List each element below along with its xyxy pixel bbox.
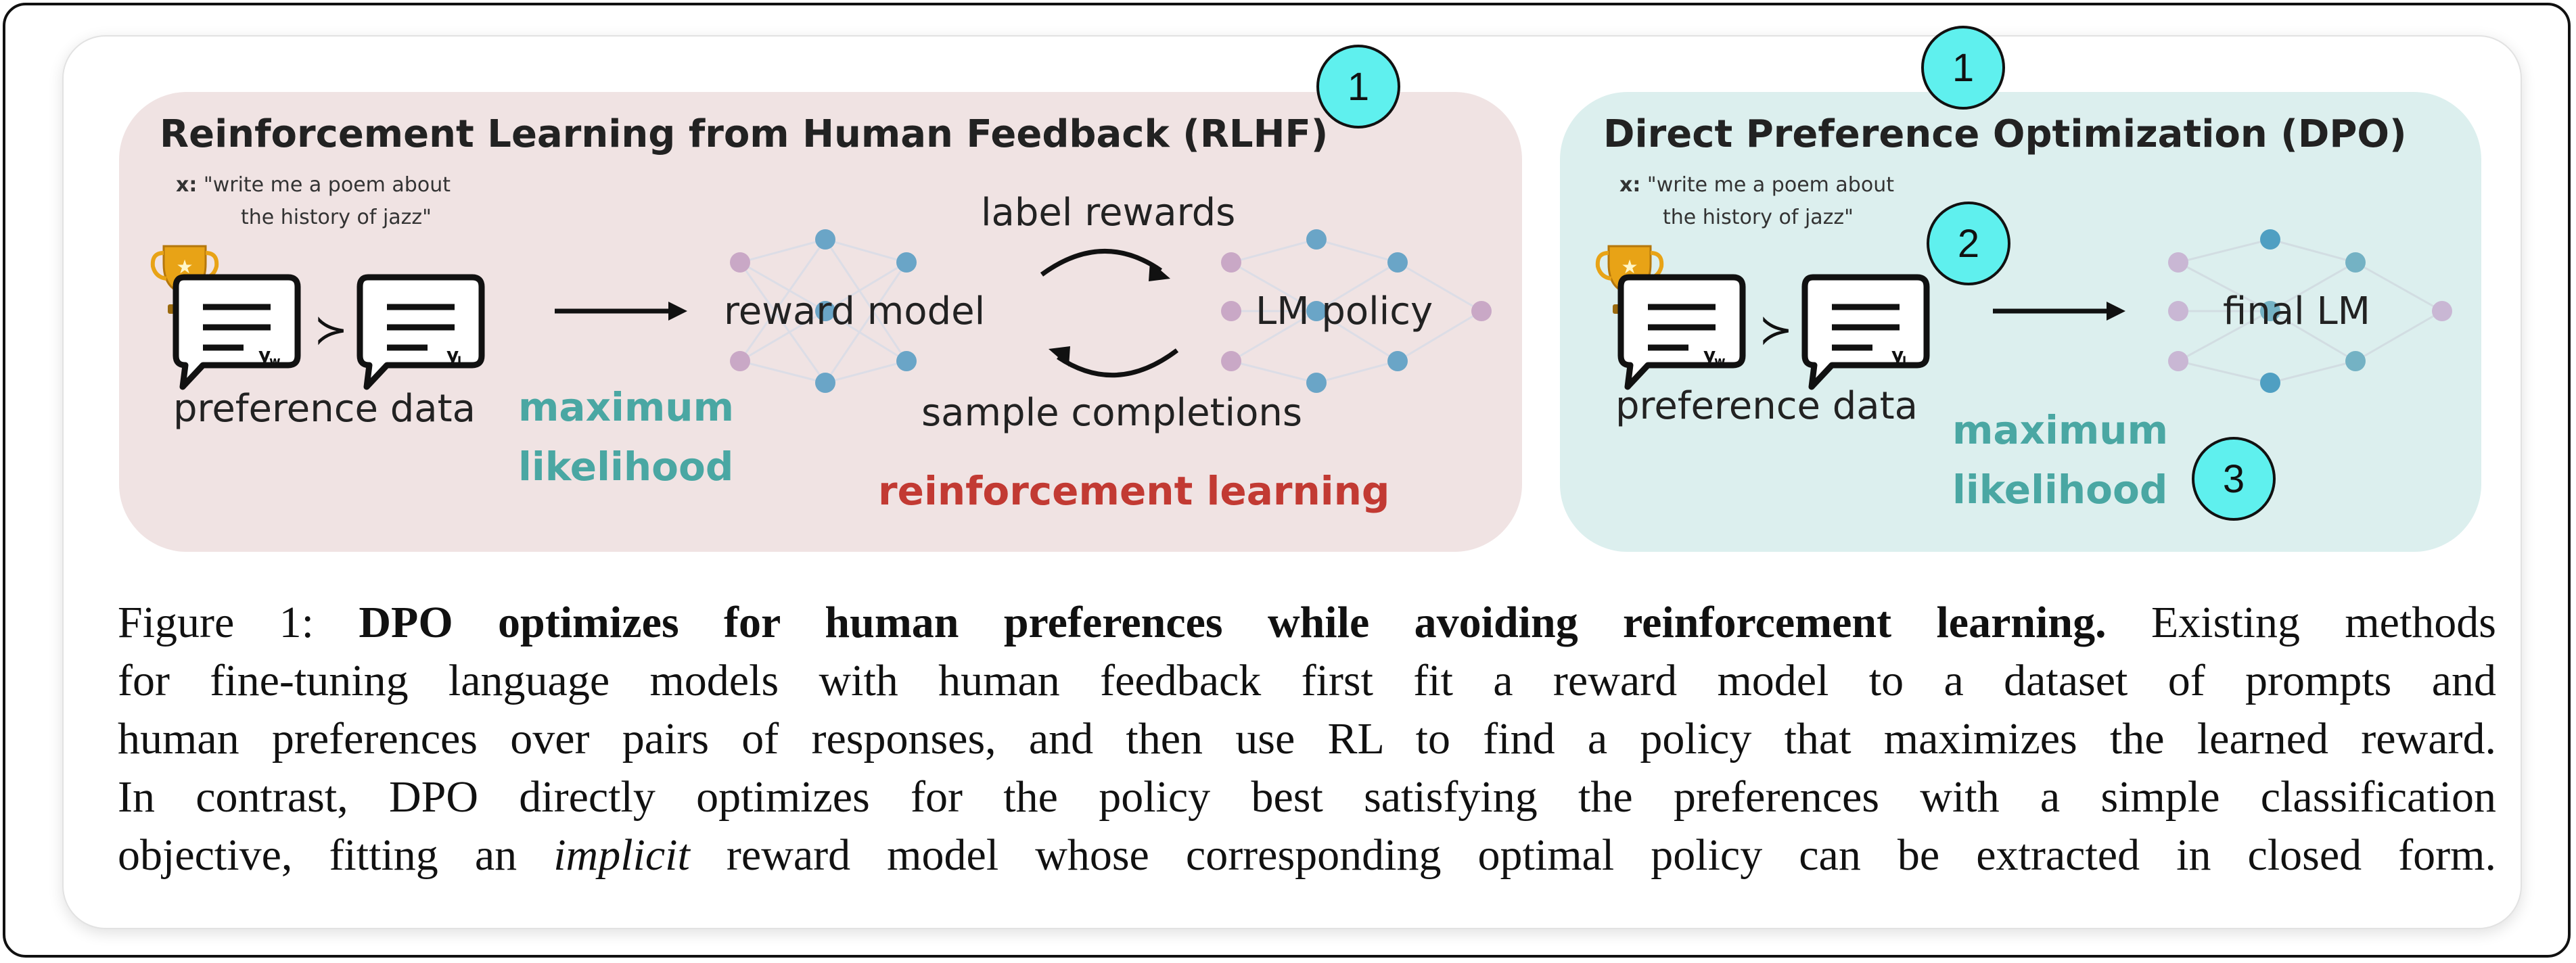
rlhf-ml-line1: maximum <box>518 384 735 430</box>
annotation-badge: 1 <box>1316 45 1400 128</box>
svg-text:≻: ≻ <box>1759 306 1793 354</box>
caption-l5-italic: implicit <box>553 830 690 880</box>
neural-net-icon <box>2168 229 2452 393</box>
lm-policy-label: LM policy <box>1256 289 1433 333</box>
rlhf-prompt-prefix: x: <box>176 173 198 197</box>
dpo-prompt: x: "write me a poem about the history of … <box>1619 169 1894 234</box>
neural-net-icon <box>730 229 917 393</box>
dpo-title: Direct Preference Optimization (DPO) <box>1603 112 2407 156</box>
annotation-badge: 3 <box>2192 437 2276 521</box>
svg-text:w: w <box>269 354 281 369</box>
rlhf-prompt-line1: "write me a poem about <box>203 173 451 197</box>
arrow-icon <box>1993 302 2125 321</box>
caption-line: objective, fitting an implicit reward mo… <box>118 826 2496 885</box>
rlhf-preference-icon: ★ y w ≻ y l <box>150 245 485 390</box>
svg-text:l: l <box>1902 354 1906 369</box>
arrow-icon <box>555 302 687 321</box>
sample-completions-label: sample completions <box>921 391 1303 435</box>
dpo-ml-line2: likelihood <box>1952 467 2168 513</box>
caption-line: Figure 1: DPO optimizes for human prefer… <box>118 594 2496 652</box>
chat-bubble-icon <box>172 274 301 390</box>
rlhf-max-likelihood: maximum likelihood <box>518 377 734 496</box>
cycle-arrow-icon <box>1049 346 1179 378</box>
dpo-preference-label: preference data <box>1615 384 1918 428</box>
caption-line: for fine-tuning language models with hum… <box>118 656 2496 705</box>
figure-caption: Figure 1: DPO optimizes for human prefer… <box>118 594 2496 885</box>
caption-line: In contrast, DPO directly optimizes for … <box>118 772 2496 822</box>
caption-prefix: Figure 1: <box>118 598 359 647</box>
caption-bold: DPO optimizes for human preferences whil… <box>359 598 2107 647</box>
caption-l1-rest: Existing methods <box>2106 598 2496 647</box>
cycle-arrow-icon <box>1040 248 1170 281</box>
reward-model-label: reward model <box>724 289 986 333</box>
annotation-badge: 2 <box>1927 202 2010 285</box>
svg-text:l: l <box>457 354 461 369</box>
dpo-ml-line1: maximum <box>1952 407 2169 453</box>
svg-text:y: y <box>1703 344 1716 366</box>
dpo-prompt-line1: "write me a poem about <box>1647 173 1894 197</box>
final-lm-label: final LM <box>2223 289 2370 333</box>
svg-text:y: y <box>446 344 459 366</box>
annotation-badge: 1 <box>1921 26 2005 110</box>
dpo-max-likelihood: maximum likelihood <box>1952 400 2168 519</box>
rlhf-prompt-line2: the history of jazz" <box>241 206 432 229</box>
caption-l5a: objective, fitting an <box>118 830 554 880</box>
caption-line: human preferences over pairs of response… <box>118 714 2496 764</box>
svg-text:y: y <box>1891 344 1904 366</box>
rlhf-panel <box>119 92 1522 552</box>
chat-bubble-icon <box>1617 274 1746 390</box>
chat-bubble-icon <box>356 274 485 390</box>
rlhf-ml-line2: likelihood <box>518 444 734 490</box>
label-rewards-label: label rewards <box>981 191 1236 235</box>
rlhf-preference-label: preference data <box>173 387 476 431</box>
rlhf-title: Reinforcement Learning from Human Feedba… <box>160 112 1329 156</box>
rlhf-yw-label: y <box>258 344 271 366</box>
svg-text:w: w <box>1714 354 1726 369</box>
rlhf-succ-symbol: ≻ <box>314 306 348 354</box>
chat-bubble-icon <box>1801 274 1930 390</box>
dpo-prompt-line2: the history of jazz" <box>1663 206 1854 229</box>
dpo-prompt-prefix: x: <box>1619 173 1641 197</box>
rlhf-prompt: x: "write me a poem about the history of … <box>176 169 451 234</box>
neural-net-icon <box>1221 229 1492 393</box>
reinforcement-learning-label: reinforcement learning <box>878 468 1390 514</box>
caption-l5b: reward model whose corresponding optimal… <box>689 830 2497 880</box>
dpo-preference-icon: ★ y w ≻ y l <box>1595 245 1930 390</box>
